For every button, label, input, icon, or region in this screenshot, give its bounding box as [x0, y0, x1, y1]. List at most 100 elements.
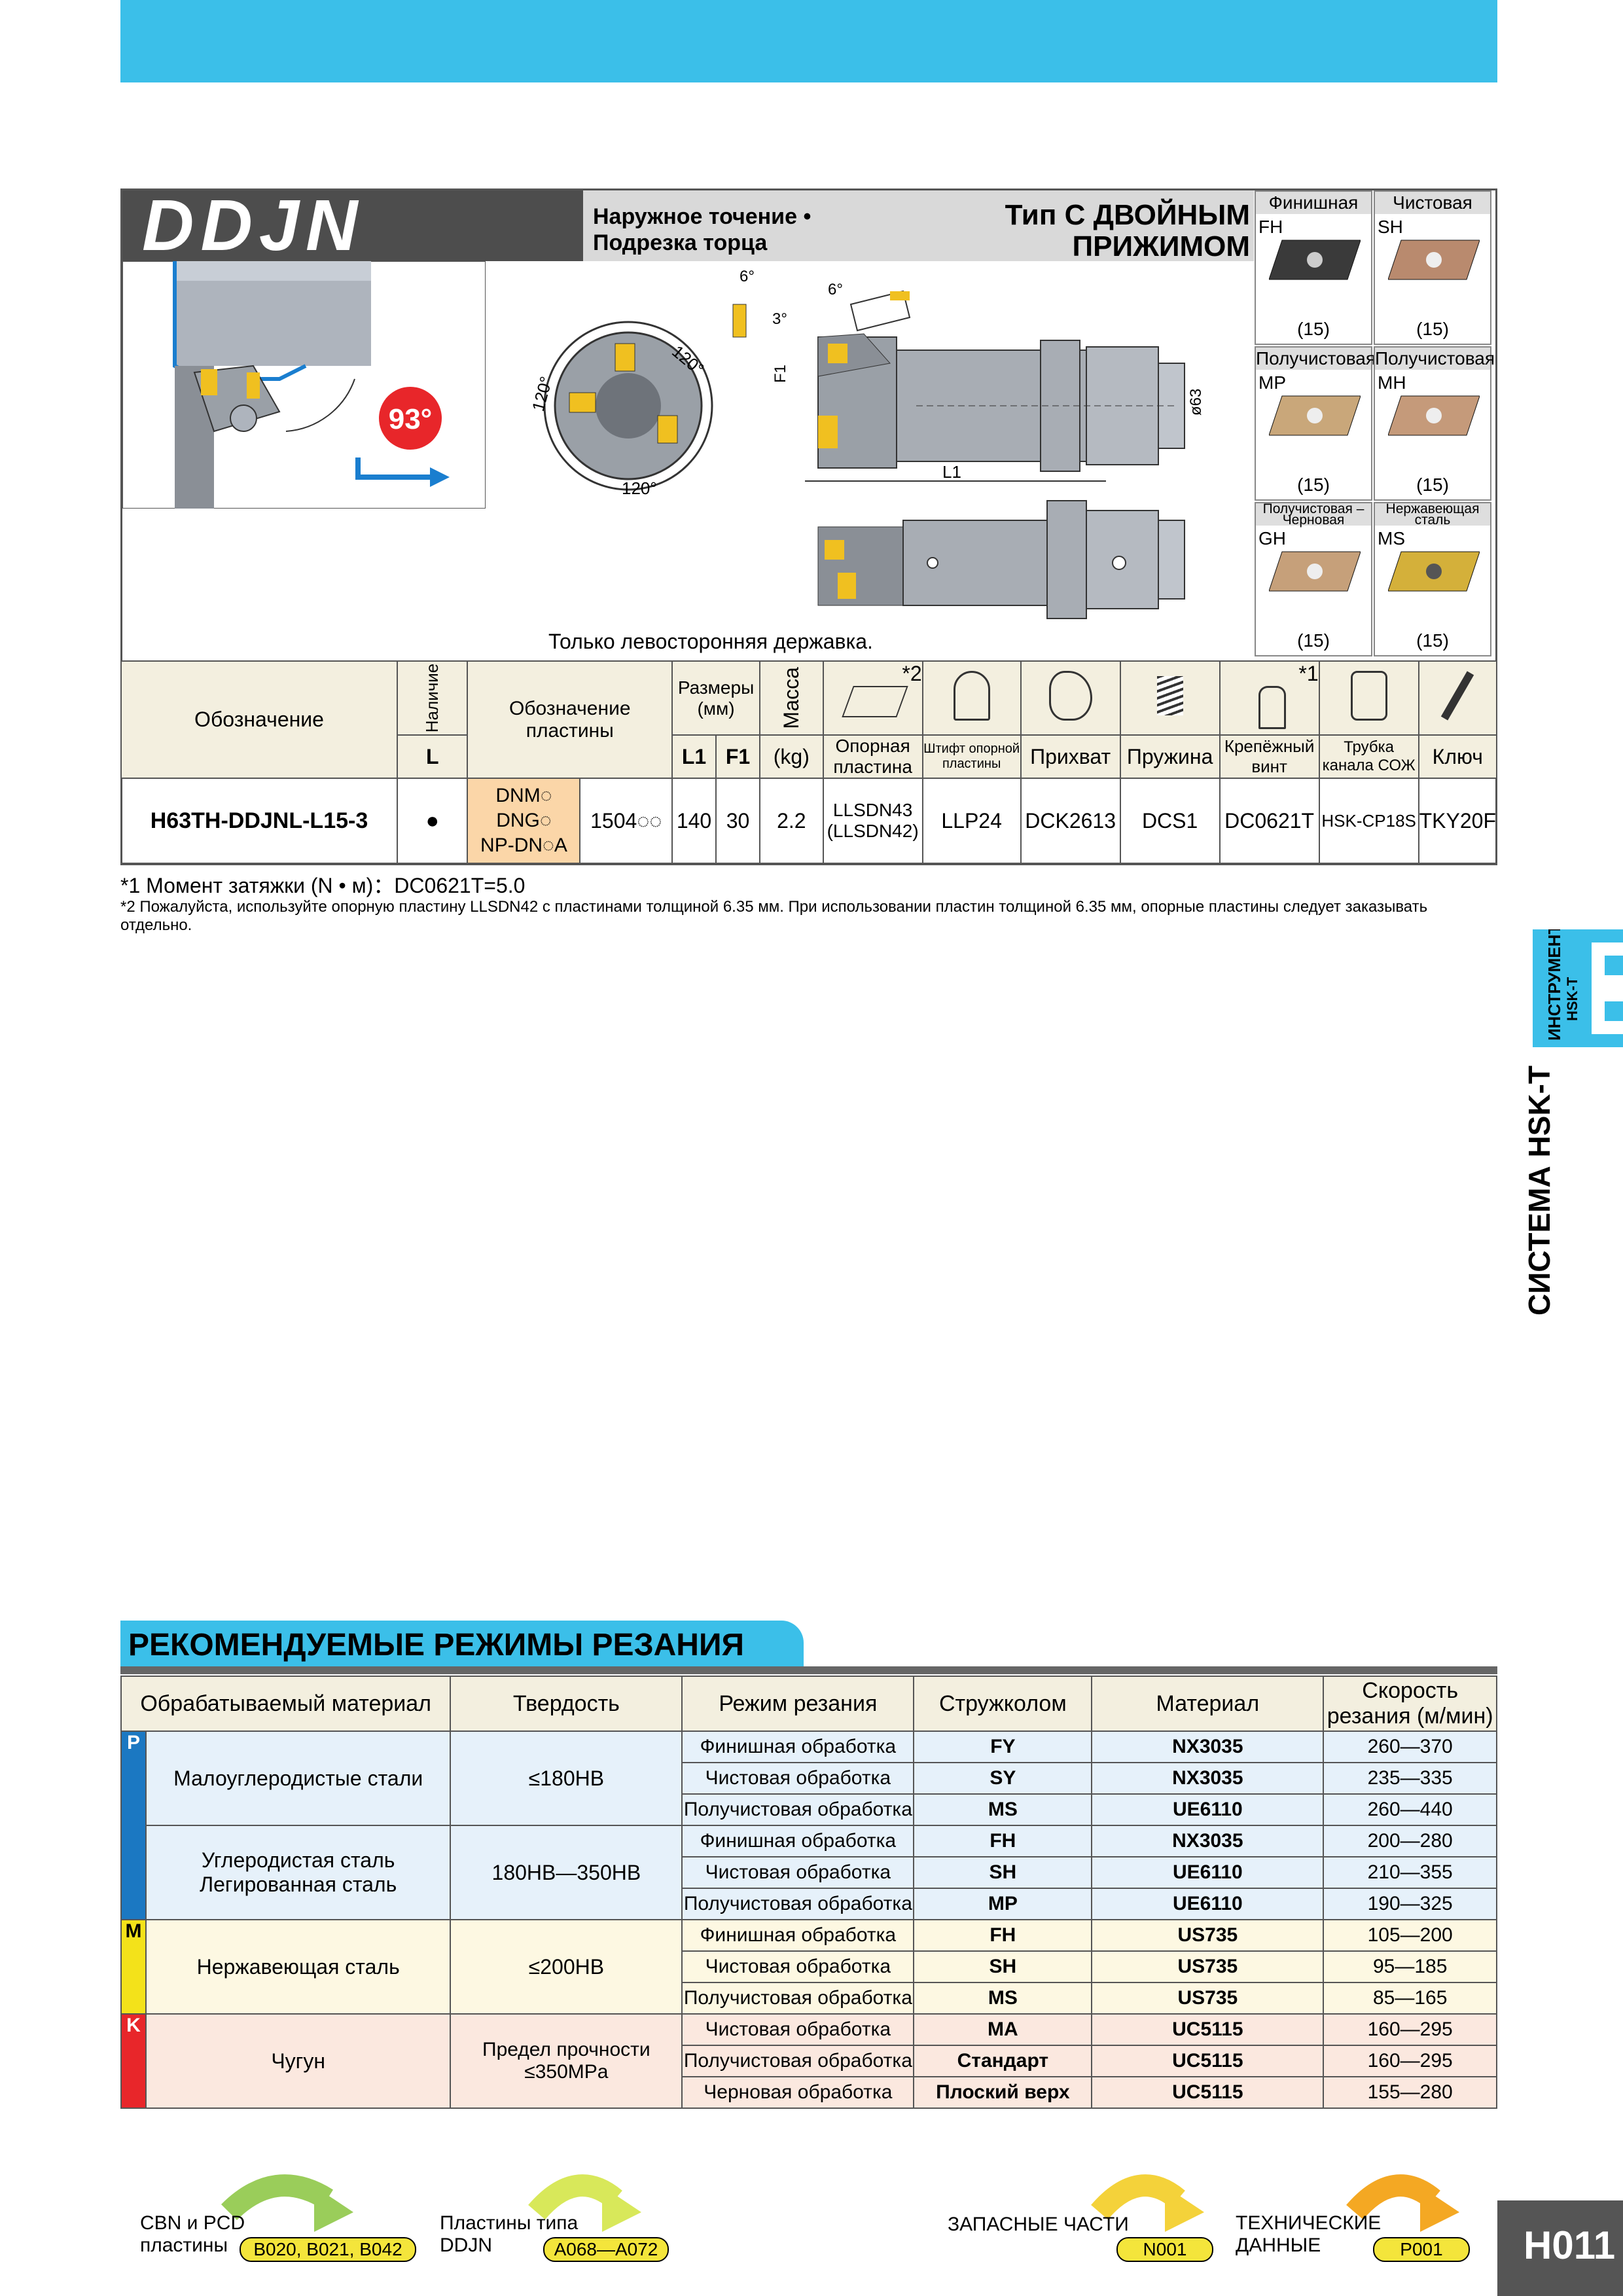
- part-spring: Пружина: [1119, 734, 1221, 779]
- note-2-mark: *2: [902, 662, 922, 685]
- part-shim: Опорная пластина: [822, 734, 923, 779]
- link-insert-pages[interactable]: A068—A072: [543, 2237, 669, 2262]
- clamp-icon: [1048, 670, 1092, 721]
- insert-head: Получистовая –Черновая: [1256, 502, 1371, 527]
- rc-header-mode: Режим резания: [681, 1676, 915, 1732]
- iso-band-p: P: [120, 1731, 147, 1920]
- row-designation: H63TH-DDJNL-L15-3: [120, 778, 398, 864]
- header-pin-icon: [921, 660, 1022, 736]
- header-f1: F1: [715, 734, 761, 779]
- row-screw: DC0621T: [1219, 778, 1320, 864]
- pin-icon: [953, 670, 990, 721]
- operation-desc-1: Наружное точение •: [593, 204, 812, 229]
- table-row: Углеродистая сталь Легированная сталь 18…: [121, 1825, 1497, 1920]
- part-screw: Крепёжный винт: [1219, 734, 1320, 779]
- recommended-rule: [120, 1666, 1497, 1674]
- rc-material: Чугун: [145, 2013, 452, 2109]
- rc-mode: Финишная обработка: [681, 1825, 915, 1857]
- row-l1: 140: [671, 778, 717, 864]
- header-insert: Обозначение пластины: [467, 660, 673, 779]
- insert-image: [1269, 395, 1361, 436]
- row-insert-types: DNM◌DNG◌NP-DN◌A: [467, 778, 581, 864]
- row-insert-size: 1504◌◌: [579, 778, 673, 864]
- insert-sh[interactable]: Чистовая SH (15): [1374, 190, 1491, 345]
- insert-image: [1388, 240, 1480, 280]
- rc-grade: US735: [1091, 1950, 1325, 1983]
- rc-grade: NX3035: [1091, 1731, 1325, 1763]
- iso-band-m: M: [120, 1919, 147, 2015]
- insert-image: [1388, 395, 1480, 436]
- table-row: Чистовая обработка SY NX3035 235—335: [121, 1762, 1497, 1795]
- header-l1: L1: [671, 734, 717, 779]
- insert-mp[interactable]: Получистовая MP (15): [1255, 346, 1376, 501]
- hsk-t-tab-icon: ИНСТРУМЕНТ HSK-T: [1533, 929, 1623, 1047]
- top-color-bar: [120, 0, 1497, 82]
- rc-chipbreaker: MA: [913, 2013, 1093, 2046]
- note-1-mark: *1: [1298, 662, 1319, 685]
- link-spare-pages[interactable]: N001: [1116, 2237, 1213, 2262]
- table-row: M Нержавеющая сталь ≤200HB Финишная обра…: [120, 1919, 1497, 2015]
- rc-material: Нержавеющая сталь: [145, 1919, 452, 2015]
- insert-code: MP: [1258, 372, 1286, 393]
- rc-mode: Чистовая обработка: [681, 2013, 915, 2046]
- rc-chipbreaker: SH: [913, 1950, 1093, 1983]
- footer-tech-line2: ДАННЫЕ: [1236, 2234, 1321, 2256]
- recommended-header: РЕКОМЕНДУЕМЫЕ РЕЖИМЫ РЕЗАНИЯ: [120, 1621, 804, 1666]
- left-hand-note: Только левосторонняя державка.: [548, 630, 873, 653]
- link-tech-pages[interactable]: P001: [1373, 2237, 1470, 2262]
- rc-header-chipbreaker: Стружколом: [913, 1676, 1093, 1732]
- note-1: *1 Момент затяжки (N • м)：DC0621T=5.0: [120, 874, 526, 897]
- rc-speed: 190—325: [1323, 1888, 1497, 1920]
- arrow-icon-tech: [1346, 2174, 1459, 2232]
- header-mass-text: Масса: [779, 667, 803, 729]
- head-view-drawing: 120° 120° 120°: [528, 321, 713, 497]
- insert-count: (15): [1297, 475, 1330, 495]
- shim-icon: [841, 686, 908, 717]
- angle-120-b: 120°: [528, 374, 556, 414]
- link-cbn-pages[interactable]: B020, B021, B042: [240, 2237, 416, 2262]
- rc-speed: 260—440: [1323, 1793, 1497, 1826]
- rc-grade: NX3035: [1091, 1762, 1325, 1795]
- insert-image: [1388, 551, 1480, 592]
- dim-l1: L1: [942, 462, 961, 482]
- insert-head: Чистовая: [1375, 192, 1490, 214]
- insert-ms[interactable]: Нержавеющая сталь MS (15): [1374, 502, 1491, 656]
- rc-speed: 95—185: [1323, 1950, 1497, 1983]
- insert-head: Получистовая: [1256, 348, 1376, 370]
- rc-header-speed: Скорость резания (м/мин): [1323, 1676, 1497, 1732]
- rc-header-grade: Материал: [1091, 1676, 1325, 1732]
- insert-mh[interactable]: Получистовая MH (15): [1374, 346, 1495, 501]
- insert-type-3: NP-DN◌A: [480, 834, 567, 856]
- row-spring: DCS1: [1119, 778, 1221, 864]
- note-2: *2 Пожалуйста, используйте опорную пласт…: [120, 898, 1428, 934]
- side-tab-line1: ИНСТРУМЕНТ: [1544, 929, 1564, 1041]
- insert-fh[interactable]: Финишная FH (15): [1255, 190, 1372, 345]
- rc-header-material: Обрабатываемый материал: [120, 1676, 452, 1732]
- rc-mode: Чистовая обработка: [681, 1950, 915, 1983]
- header-shim-icon: *2: [822, 660, 923, 736]
- insert-code: FH: [1258, 217, 1283, 237]
- insert-code: SH: [1378, 217, 1403, 237]
- rc-hardness: ≤200HB: [450, 1919, 683, 2015]
- insert-gh[interactable]: Получистовая –Черновая GH (15): [1255, 502, 1372, 656]
- rc-header-hardness: Твердость: [450, 1676, 683, 1732]
- part-tube: Трубка канала СОЖ: [1318, 734, 1419, 779]
- angle-6-b: 6°: [828, 281, 843, 298]
- row-tube: HSK-CP18S: [1318, 778, 1419, 864]
- cutting-conditions-table: Обрабатываемый материал Твердость Режим …: [120, 1676, 1497, 2109]
- coolant-tube-icon: [1350, 670, 1387, 721]
- part-pin: Штифт опорной пластины: [921, 734, 1022, 779]
- table-row: K Чугун Предел прочности ≤350MPa Чистова…: [120, 2013, 1497, 2109]
- rc-mode: Получистовая обработка: [681, 1888, 915, 1920]
- dim-f1: F1: [772, 365, 789, 383]
- rc-chipbreaker: FH: [913, 1919, 1093, 1952]
- operation-desc-2: Подрезка торца: [593, 230, 768, 255]
- rc-chipbreaker: SH: [913, 1856, 1093, 1889]
- approach-angle: 93°: [389, 403, 433, 435]
- arrow-icon-inserts: [528, 2174, 641, 2232]
- header-stock-text: Наличие: [422, 663, 442, 733]
- dim-d63: ø63: [1187, 389, 1205, 416]
- header-kg: (kg): [759, 734, 824, 779]
- header-tube-icon: [1318, 660, 1419, 736]
- table-row[interactable]: H63TH-DDJNL-L15-3 ● DNM◌DNG◌NP-DN◌A 1504…: [120, 778, 1498, 864]
